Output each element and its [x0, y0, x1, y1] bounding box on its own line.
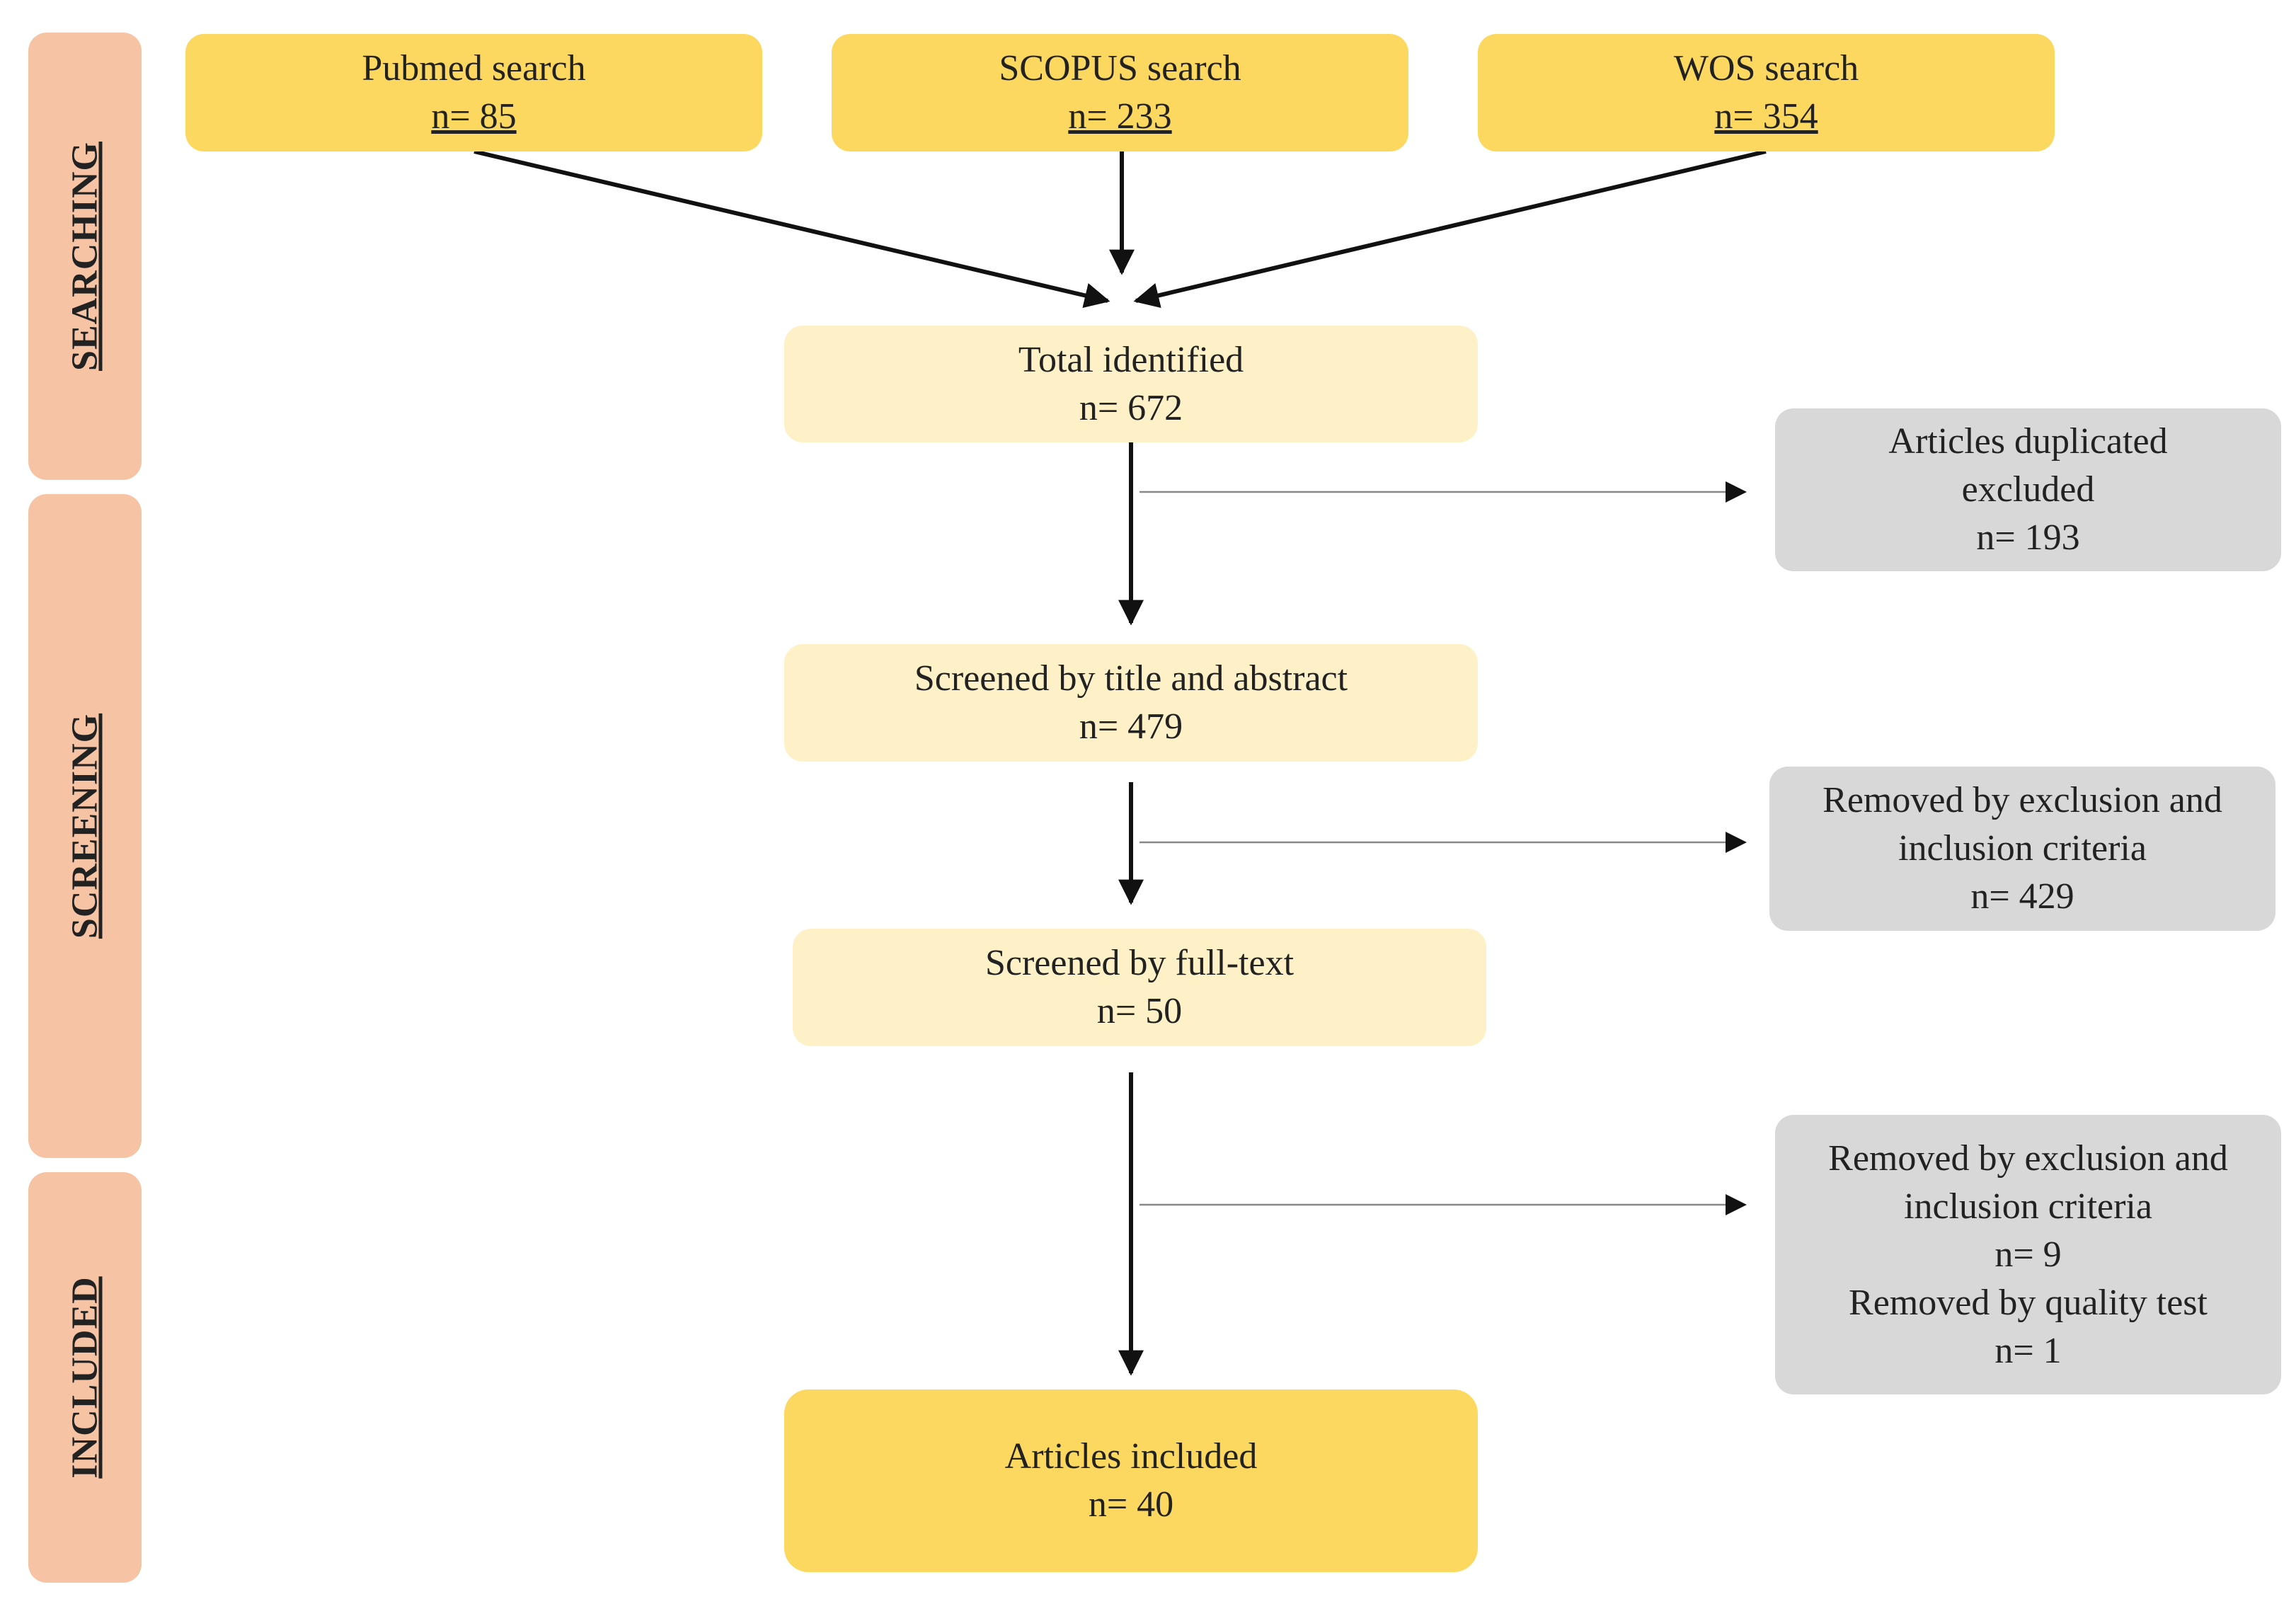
full-text-box: Screened by full-text n= 50	[793, 929, 1486, 1046]
total-identified-box: Total identified n= 672	[784, 326, 1478, 442]
quality-test-count: n= 1	[1994, 1330, 2062, 1371]
duplicates-excluded-box: Articles duplicated excluded n= 193	[1775, 408, 2281, 571]
source-wos-label: WOS search	[1673, 48, 1859, 88]
source-scopus-count: n= 233	[1068, 96, 1172, 137]
arrow-wos-to-total	[1133, 149, 1767, 309]
phase-included: INCLUDED	[28, 1172, 142, 1583]
source-wos: WOS search n= 354	[1478, 34, 2055, 151]
duplicates-line2: excluded	[1961, 469, 2095, 510]
quality-test-label: Removed by quality test	[1849, 1282, 2208, 1323]
title-abstract-count: n= 479	[1079, 706, 1183, 747]
duplicates-line1: Articles duplicated	[1888, 421, 2168, 462]
source-wos-count: n= 354	[1714, 96, 1818, 137]
full-text-label: Screened by full-text	[985, 943, 1295, 983]
criteria1-line2: inclusion criteria	[1898, 828, 2147, 869]
source-pubmed: Pubmed search n= 85	[185, 34, 762, 151]
criteria-removed-box-1: Removed by exclusion and inclusion crite…	[1769, 767, 2275, 931]
criteria2-count: n= 9	[1994, 1234, 2062, 1275]
total-identified-count: n= 672	[1079, 387, 1183, 428]
criteria1-count: n= 429	[1970, 876, 2074, 917]
source-pubmed-label: Pubmed search	[362, 48, 586, 88]
source-scopus: SCOPUS search n= 233	[832, 34, 1408, 151]
total-identified-label: Total identified	[1018, 339, 1244, 380]
phase-searching: SEARCHING	[28, 33, 142, 480]
articles-included-box: Articles included n= 40	[784, 1389, 1478, 1572]
criteria2-line1: Removed by exclusion and	[1828, 1137, 2228, 1179]
title-abstract-label: Screened by title and abstract	[914, 658, 1348, 699]
articles-included-count: n= 40	[1088, 1484, 1174, 1525]
source-scopus-label: SCOPUS search	[999, 48, 1241, 88]
criteria1-line1: Removed by exclusion and	[1823, 780, 2222, 820]
full-text-count: n= 50	[1096, 991, 1183, 1031]
title-abstract-box: Screened by title and abstract n= 479	[784, 644, 1478, 762]
criteria-removed-box-2: Removed by exclusion and inclusion crite…	[1775, 1115, 2281, 1394]
criteria2-line2: inclusion criteria	[1904, 1186, 2152, 1227]
source-pubmed-count: n= 85	[431, 96, 517, 137]
duplicates-count: n= 193	[1976, 517, 2080, 558]
articles-included-label: Articles included	[1004, 1436, 1258, 1477]
arrow-pubmed-to-total	[473, 149, 1110, 309]
phase-screening: SCREENING	[28, 494, 142, 1158]
